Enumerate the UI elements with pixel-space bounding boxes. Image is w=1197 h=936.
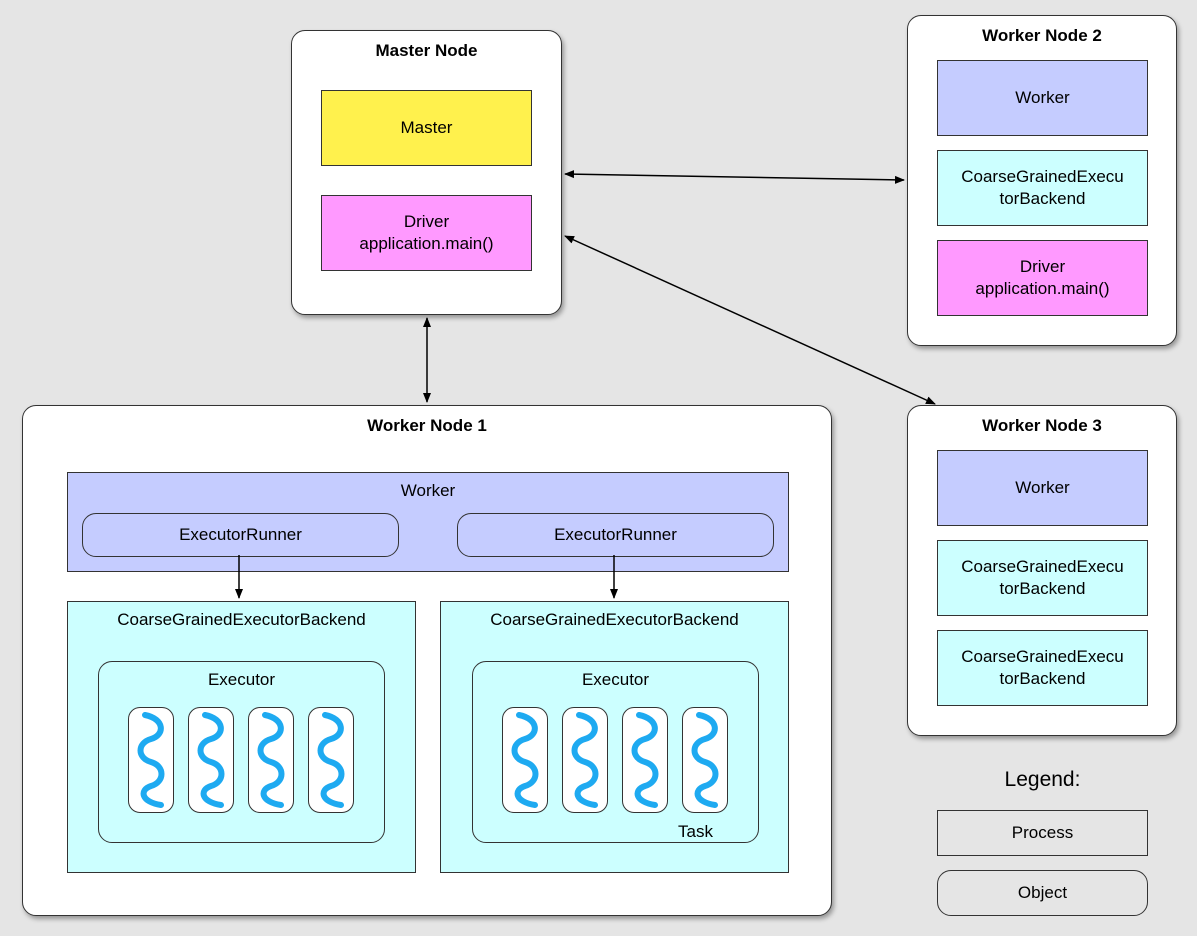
executor-right: Executor Task — [472, 661, 759, 843]
master-node-title: Master Node — [375, 41, 478, 60]
executor-backend-right: CoarseGrainedExecutorBackend Executor Ta… — [440, 601, 789, 873]
worker-node-3-title: Worker Node 3 — [982, 416, 1102, 435]
task-thread-icon — [257, 712, 285, 808]
task-thread-icon — [317, 712, 345, 808]
task-left-4 — [308, 707, 354, 813]
master-node: Master Node Master Driver application.ma… — [291, 30, 562, 315]
executor-runner-left: ExecutorRunner — [82, 513, 399, 557]
executor-runner-label: ExecutorRunner — [554, 525, 677, 544]
task-right-1 — [502, 707, 548, 813]
legend-process: Process — [937, 810, 1148, 856]
legend-title: Legend: — [1004, 768, 1081, 791]
task-label: Task — [678, 822, 713, 841]
worker-node-2: Worker Node 2 Worker CoarseGrainedExecu … — [907, 15, 1177, 346]
backend-label-line2: torBackend — [999, 189, 1086, 208]
driver-process: Driver application.main() — [321, 195, 532, 271]
task-right-4 — [682, 707, 728, 813]
executor-left: Executor — [98, 661, 385, 843]
executor-backend-label: CoarseGrainedExecutorBackend — [490, 610, 739, 629]
worker-process: Worker — [937, 450, 1148, 526]
master-process: Master — [321, 90, 532, 166]
task-right-2 — [562, 707, 608, 813]
worker-process: Worker ExecutorRunner ExecutorRunner — [67, 472, 789, 572]
executor-label: Executor — [207, 670, 276, 689]
master-to-worker2-arrow — [564, 170, 905, 184]
worker-node-3: Worker Node 3 Worker CoarseGrainedExecu … — [907, 405, 1177, 736]
executor-label: Executor — [581, 670, 650, 689]
task-left-3 — [248, 707, 294, 813]
executor-backend-process: CoarseGrainedExecu torBackend — [937, 540, 1148, 616]
driver-process: Driver application.main() — [937, 240, 1148, 316]
executor-backend-process: CoarseGrainedExecu torBackend — [937, 630, 1148, 706]
task-thread-icon — [571, 712, 599, 808]
legend-process-label: Process — [1011, 822, 1074, 842]
legend-object-label: Object — [1017, 883, 1068, 902]
task-right-3 — [622, 707, 668, 813]
backend-label-line2: torBackend — [999, 579, 1086, 598]
backend-label-line2: torBackend — [999, 669, 1086, 688]
backend-label-line1: CoarseGrainedExecu — [961, 556, 1124, 576]
backend-label-line1: CoarseGrainedExecu — [961, 166, 1124, 186]
driver-label-line1: Driver — [403, 211, 450, 231]
worker-label: Worker — [1015, 87, 1070, 107]
worker-node-2-title: Worker Node 2 — [982, 26, 1102, 45]
worker-label: Worker — [400, 481, 456, 500]
worker-node-1-title: Worker Node 1 — [367, 416, 487, 435]
driver-label-line2: application.main() — [359, 234, 494, 253]
task-thread-icon — [691, 712, 719, 808]
worker-process: Worker — [937, 60, 1148, 136]
executor-backend-process: CoarseGrainedExecu torBackend — [937, 150, 1148, 226]
executor-backend-label: CoarseGrainedExecutorBackend — [117, 610, 366, 629]
task-left-2 — [188, 707, 234, 813]
task-left-1 — [128, 707, 174, 813]
task-thread-icon — [511, 712, 539, 808]
worker-label: Worker — [1015, 477, 1070, 497]
driver-label-line1: Driver — [1019, 256, 1066, 276]
master-to-worker3-arrow — [564, 235, 936, 405]
executor-runner-label: ExecutorRunner — [179, 525, 302, 544]
backend-label-line1: CoarseGrainedExecu — [961, 646, 1124, 666]
executor-runner-right: ExecutorRunner — [457, 513, 774, 557]
executor-backend-left: CoarseGrainedExecutorBackend Executor — [67, 601, 416, 873]
driver-label-line2: application.main() — [975, 279, 1110, 298]
master-label: Master — [400, 117, 453, 137]
task-thread-icon — [197, 712, 225, 808]
task-thread-icon — [631, 712, 659, 808]
worker-node-1: Worker Node 1 Worker ExecutorRunner Exec… — [22, 405, 832, 916]
task-thread-icon — [137, 712, 165, 808]
legend-object: Object — [937, 870, 1148, 916]
